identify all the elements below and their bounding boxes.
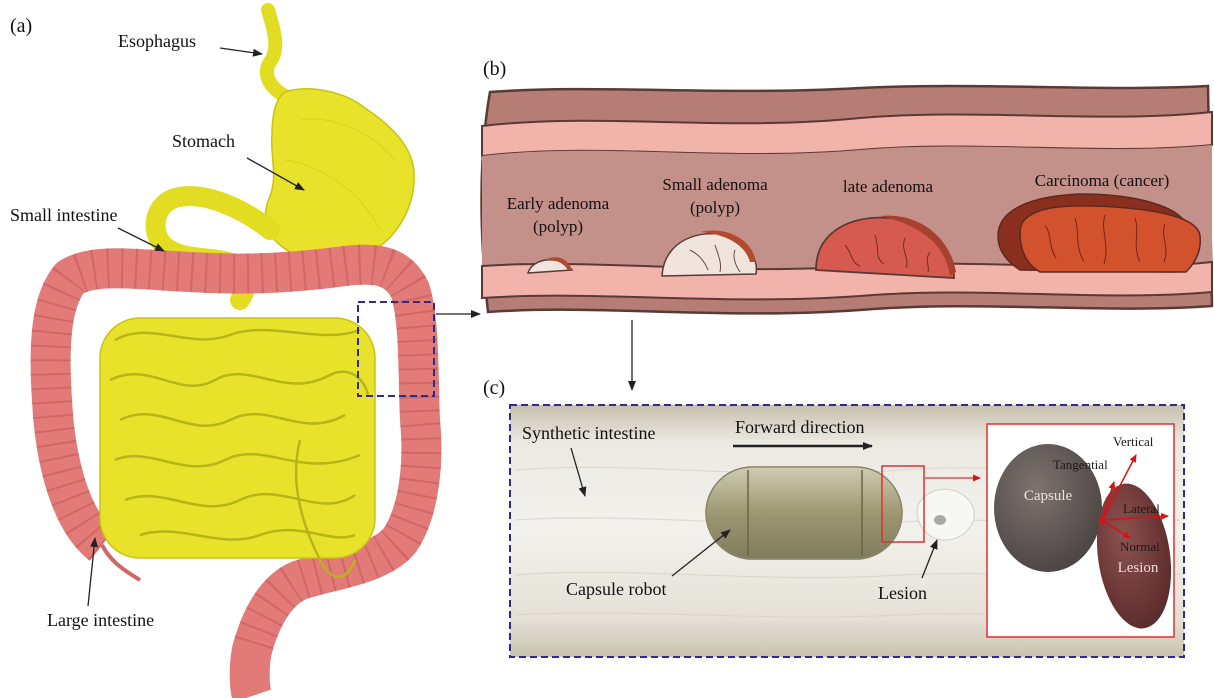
stage-late-line1: late adenoma [843, 177, 934, 196]
vertical-label: Vertical [1113, 434, 1154, 449]
capsule-robot-label: Capsule robot [566, 579, 667, 599]
esophagus-shape [267, 10, 285, 96]
large-intestine-label: Large intestine [47, 610, 154, 630]
stomach-label: Stomach [172, 131, 235, 151]
inset-lesion-label: Lesion [1118, 560, 1159, 576]
normal-label: Normal [1120, 539, 1160, 554]
forward-direction-label: Forward direction [735, 417, 864, 437]
stage-early-line2: (polyp) [533, 217, 583, 236]
stage-small-line1: Small adenoma [662, 175, 768, 194]
lesion-label: Lesion [878, 583, 927, 603]
stage-early-line1: Early adenoma [507, 194, 610, 213]
esophagus-label: Esophagus [118, 31, 196, 51]
panel-a-label: (a) [10, 15, 32, 37]
inset-capsule-label: Capsule [1024, 488, 1073, 504]
stomach-shape [265, 89, 414, 261]
lesion-shape [917, 489, 974, 540]
panel-c-label: (c) [483, 377, 505, 399]
capsule-robot-gloss [706, 467, 902, 559]
stage-small-line2: (polyp) [690, 198, 740, 217]
panel-b-label: (b) [483, 58, 506, 80]
stage-carcinoma-line1: Carcinoma (cancer) [1035, 171, 1170, 190]
carcinoma-polyp [1020, 206, 1200, 272]
small-intestine-label: Small intestine [10, 205, 118, 225]
small-intestine-mass [100, 318, 375, 558]
lesion-shadow [934, 515, 946, 525]
synthetic-intestine-label: Synthetic intestine [522, 423, 655, 443]
lateral-label: Lateral [1123, 501, 1160, 516]
tangential-label: Tangential [1053, 457, 1108, 472]
esophagus-arrow [220, 48, 262, 54]
